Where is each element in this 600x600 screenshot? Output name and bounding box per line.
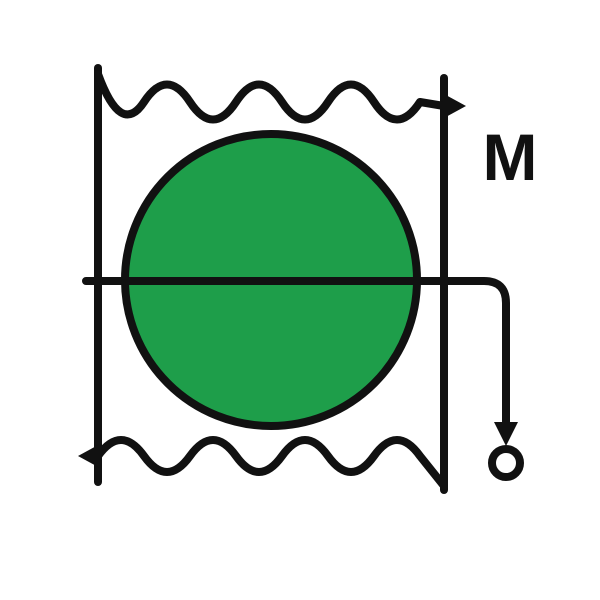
axis-line — [82, 277, 510, 428]
top-arrow-head — [444, 94, 466, 118]
motor-label: M — [483, 120, 538, 194]
bottom-arrow-head — [78, 444, 100, 468]
down-arrow-head — [494, 422, 518, 446]
bottom-wave-line — [94, 436, 448, 490]
actuator-ring — [488, 445, 524, 481]
top-wave-line — [94, 70, 448, 124]
